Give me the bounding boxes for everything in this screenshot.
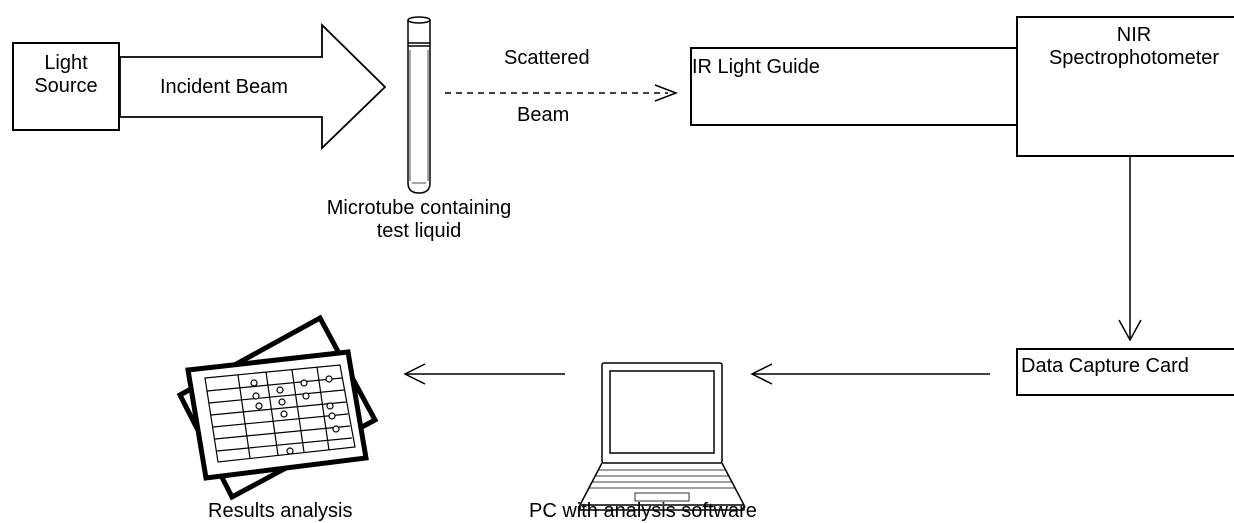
nir-to-capture-arrow: [1118, 157, 1142, 342]
data-capture-card-box: [1016, 348, 1234, 396]
results-sheets-icon: [176, 314, 379, 501]
laptop-icon: [578, 362, 746, 511]
nir-label: NIR Spectrophotometer: [1018, 24, 1234, 70]
light-source-line1: Light: [44, 52, 88, 74]
incident-beam-arrow: [119, 22, 387, 151]
test-tube-icon: [407, 16, 431, 194]
ir-light-guide-box: [690, 47, 1018, 126]
ir-light-guide-label: IR Light Guide: [692, 56, 820, 78]
pc-label: PC with analysis software: [529, 500, 757, 522]
microtube-line2: test liquid: [376, 220, 462, 242]
nir-line1: NIR: [1116, 24, 1152, 46]
light-source-label: Light Source: [12, 52, 120, 98]
microtube-label: Microtube containing test liquid: [294, 197, 544, 243]
light-source-line2: Source: [34, 75, 98, 97]
nir-spectrophotometer-box: [1016, 16, 1234, 157]
microtube-line1: Microtube containing: [326, 197, 512, 219]
scattered-beam-arrow: [445, 84, 679, 102]
pc-to-results-arrow: [403, 363, 565, 385]
results-label: Results analysis: [208, 500, 353, 522]
data-capture-card-label: Data Capture Card: [1021, 355, 1189, 377]
incident-beam-label: Incident Beam: [160, 76, 288, 98]
capture-to-pc-arrow: [750, 363, 990, 385]
beam-label: Beam: [517, 104, 570, 126]
nir-line2: Spectrophotometer: [1048, 47, 1220, 69]
scattered-label: Scattered: [504, 47, 590, 69]
light-source-box: [12, 42, 120, 131]
